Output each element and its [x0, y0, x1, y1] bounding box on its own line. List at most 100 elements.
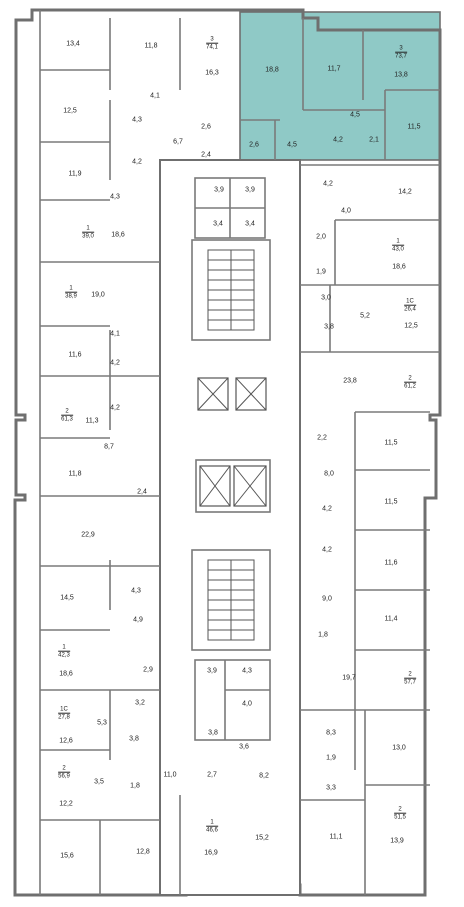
room-area-label: 2,2	[317, 434, 327, 442]
room-area-label: 16,3	[205, 69, 219, 77]
room-area-label: 12,5	[63, 107, 77, 115]
room-area-label: 3,9	[207, 667, 217, 675]
room-area-label: 1,9	[316, 268, 326, 276]
room-area-label: 1,8	[318, 631, 328, 639]
room-area-label: 14,2	[398, 188, 412, 196]
room-area-label: 13,8	[394, 71, 408, 79]
room-area-label: 2,7	[207, 771, 217, 779]
room-area-label: 8,3	[326, 729, 336, 737]
room-area-label: 11,7	[327, 65, 341, 73]
room-area-label: 4,2	[132, 158, 142, 166]
room-area-label: 2,1	[369, 136, 379, 144]
room-area-label: 11,3	[85, 417, 99, 425]
room-area-label: 11,9	[68, 170, 82, 178]
room-area-label: 3,8	[129, 735, 139, 743]
room-area-label: 3,4	[213, 220, 223, 228]
room-area-label: 2,0	[316, 233, 326, 241]
room-area-label: 13,4	[66, 40, 80, 48]
room-area-label: 4,2	[323, 180, 333, 188]
room-area-label: 11,5	[407, 123, 421, 131]
stair-upper	[191, 239, 271, 341]
room-area-label: 4,2	[333, 136, 343, 144]
room-area-label: 4,0	[242, 700, 252, 708]
highlighted-apartment[interactable]	[239, 11, 441, 161]
room-area-label: 3,9	[245, 186, 255, 194]
room-area-label: 15,6	[60, 852, 74, 860]
room-area-label: 11,8	[68, 470, 82, 478]
room-area-label: 4,2	[322, 546, 332, 554]
room-area-label: 3,9	[214, 186, 224, 194]
room-area-label: 3,3	[326, 784, 336, 792]
central-core	[159, 159, 301, 896]
left-wing-walls	[39, 10, 181, 895]
room-area-label: 2,9	[143, 666, 153, 674]
elevator-group-upper	[197, 377, 267, 411]
room-area-label: 3,0	[321, 294, 331, 302]
room-area-label: 3,8	[324, 323, 334, 331]
highlighted-apartment-walls	[240, 18, 440, 160]
room-area-label: 2,4	[201, 151, 211, 159]
room-area-label: 12,6	[59, 737, 73, 745]
room-area-label: 2,6	[249, 141, 259, 149]
room-area-label: 4,3	[242, 667, 252, 675]
room-area-label: 18,6	[111, 231, 125, 239]
lobby-lower	[194, 659, 271, 741]
room-area-label: 22,9	[81, 531, 95, 539]
room-area-label: 19,7	[342, 674, 356, 682]
room-area-label: 4,3	[131, 587, 141, 595]
room-area-label: 14,5	[60, 594, 74, 602]
room-area-label: 13,9	[390, 837, 404, 845]
room-area-label: 4,1	[150, 92, 160, 100]
room-area-label: 3,8	[208, 729, 218, 737]
room-area-label: 18,6	[392, 263, 406, 271]
room-area-label: 8,2	[259, 772, 269, 780]
room-area-label: 4,2	[110, 404, 120, 412]
room-area-label: 3,6	[239, 743, 249, 751]
room-area-label: 11,6	[384, 559, 398, 567]
room-area-label: 11,8	[144, 42, 158, 50]
room-area-label: 15,2	[255, 834, 269, 842]
room-area-label: 11,6	[68, 351, 82, 359]
room-area-label: 2,4	[137, 488, 147, 496]
room-area-label: 4,2	[110, 359, 120, 367]
room-area-label: 4,3	[110, 193, 120, 201]
room-area-label: 1,8	[130, 782, 140, 790]
room-area-label: 12,2	[59, 800, 73, 808]
room-area-label: 2,6	[201, 123, 211, 131]
room-area-label: 19,0	[91, 291, 105, 299]
right-wing-walls	[300, 164, 440, 895]
room-area-label: 4,5	[350, 111, 360, 119]
room-area-label: 11,4	[384, 615, 398, 623]
room-area-label: 4,9	[133, 616, 143, 624]
room-area-label: 8,7	[104, 443, 114, 451]
room-area-label: 18,6	[59, 670, 73, 678]
room-area-label: 8,0	[324, 470, 334, 478]
room-area-label: 3,5	[94, 778, 104, 786]
room-area-label: 16,9	[204, 849, 218, 857]
room-area-label: 4,5	[287, 141, 297, 149]
room-area-label: 12,8	[136, 848, 150, 856]
room-area-label: 4,2	[322, 505, 332, 513]
room-area-label: 13,0	[392, 744, 406, 752]
room-area-label: 11,0	[163, 771, 177, 779]
elevator-group-lower	[195, 459, 271, 513]
room-area-label: 4,3	[132, 116, 142, 124]
room-area-label: 4,1	[110, 330, 120, 338]
stair-lower	[191, 549, 271, 651]
room-area-label: 18,8	[265, 66, 279, 74]
